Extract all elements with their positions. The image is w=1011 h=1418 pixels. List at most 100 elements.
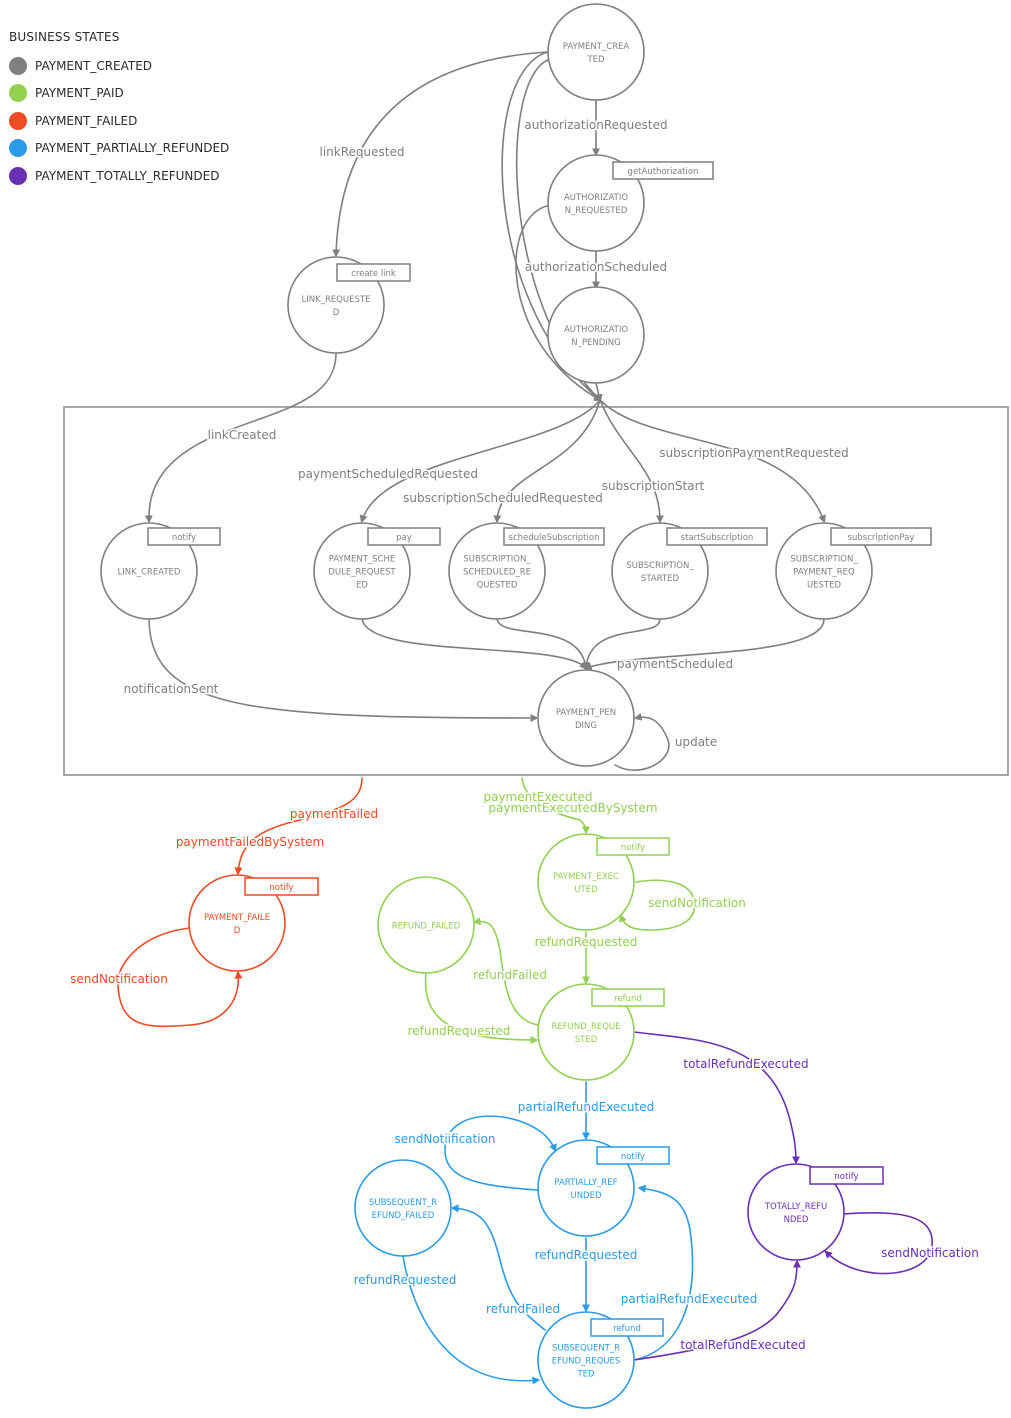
legend-item-payment-partially-refunded: PAYMENT_PARTIALLY_REFUNDED [9,135,229,163]
transition-arrow [594,382,603,403]
transition-label-t10: notificationSent [124,682,219,696]
pending-states-group-box [63,406,1009,776]
legend-label: PAYMENT_TOTALLY_REFUNDED [35,168,220,183]
transition-label-t25: refundRequested [354,1273,457,1287]
state-label: SUBSEQUENT_R [369,1198,437,1208]
state-partially-refunded[interactable]: PARTIALLY_REF UNDED notify [537,1139,670,1237]
svg-text:subscriptionPay: subscriptionPay [848,533,915,543]
state-circle [377,876,475,974]
action-notify: notify [809,1166,884,1185]
state-subscription-scheduled-requested[interactable]: SUBSCRIPTION_SCHEDULED_REQUESTEDschedule… [448,522,605,620]
transition-label-t3: linkRequested [320,145,405,159]
transition-label-t19: refundFailed [473,968,547,982]
action-getauthorization: getAuthorization [612,161,714,180]
svg-text:pay: pay [396,533,412,543]
state-label: TED [576,1370,595,1380]
state-label: LINK_CREATED [118,568,181,578]
transition-arrow [633,1259,801,1361]
svg-text:notify: notify [269,883,293,893]
state-label: UNDED [570,1191,601,1201]
state-label: STARTED [641,574,680,584]
transition-label-t6: subscriptionScheduledRequested [403,491,603,505]
transition-label-t20: refundRequested [408,1024,511,1038]
legend-dot-icon [9,166,27,185]
state-payment-schedule-requested[interactable]: PAYMENT_SCHE DULE_REQUEST ED pay [313,522,441,620]
state-link-created[interactable]: LINK_CREATED notify [100,522,221,620]
transition-arrow [148,618,539,722]
action-create link: create link [336,263,411,282]
svg-text:scheduleSubscription: scheduleSubscription [509,533,600,543]
transition-label-t2: authorizationScheduled [525,260,667,274]
transition-label-t8: subscriptionPaymentRequested [659,446,848,460]
transition-arrow [359,399,601,524]
transition-arrow [493,399,601,524]
legend-label: PAYMENT_PAID [35,86,124,101]
transition-arrow [424,972,539,1044]
svg-text:refund: refund [613,1324,641,1334]
action-refund: refund [591,988,665,1007]
svg-text:notify: notify [172,533,196,543]
transition-label-t18: refundRequested [535,935,638,949]
state-circle [537,669,635,767]
state-subsequent-refund-failed[interactable]: SUBSEQUENT_R EFUND_FAILED [354,1159,452,1257]
transition-label-t27: partialRefundExecuted [621,1292,757,1306]
state-label: QUESTED [477,581,518,591]
transition-label-t11: update [675,735,717,749]
state-subscription-started[interactable]: SUBSCRIPTION_ STARTED startSubscription [611,522,768,620]
state-label: STED [575,1035,598,1045]
state-label: PAYMENT_SCHE [329,555,396,565]
state-label: PARTIALLY_REF [554,1178,617,1188]
transition-arrow [472,917,539,1026]
state-refund-requested[interactable]: REFUND_REQUE STED refund [537,983,665,1081]
state-label: PAYMENT_PEN [556,708,616,718]
state-label: SUBSCRIPTION_ [790,555,858,565]
svg-text:notify: notify [621,1152,645,1162]
state-label: PAYMENT_FAILE [204,913,270,923]
transition-label-t4: linkCreated [208,428,277,442]
transition-arrow [450,1204,546,1331]
state-payment-created[interactable]: PAYMENT_CREATED [547,3,645,101]
state-circle [547,286,645,384]
legend-item-payment-failed: PAYMENT_FAILED [9,107,229,135]
transition-label-t24: refundRequested [535,1248,638,1262]
legend-item-payment-created: PAYMENT_CREATED [9,52,229,80]
legend-label: PAYMENT_PARTIALLY_REFUNDED [35,141,230,156]
transition-label-t29: sendNotification [881,1246,979,1260]
state-label: REFUND_REQUE [551,1022,620,1032]
state-circle [354,1159,452,1257]
svg-text:getAuthorization: getAuthorization [628,167,699,177]
legend-label: PAYMENT_FAILED [35,113,138,128]
transition-label-t9: paymentScheduled [617,657,733,671]
state-label: EFUND_FAILED [372,1211,435,1221]
transition-label-t17: sendNotification [648,896,746,910]
transition-label-t1: authorizationRequested [524,118,667,132]
state-refund-failed[interactable]: REFUND_FAILED [377,876,475,974]
state-label: DULE_REQUEST [328,568,396,578]
action-startsubscription: startSubscription [666,527,768,546]
transition-arrow [599,399,826,524]
state-label: PAYMENT_REQ [793,568,855,578]
state-label: SCHEDULED_RE [463,568,531,578]
svg-text:startSubscription: startSubscription [681,533,754,543]
state-subscription-payment-requested[interactable]: SUBSCRIPTION_PAYMENT_REQUESTEDsubscripti… [775,522,932,620]
state-label: ED [356,581,368,591]
transition-label-t12: paymentFailed [290,807,378,821]
transition-arrow [824,1212,933,1275]
transition-label-t16: paymentExecutedBySystem [488,801,657,815]
transition-arrow [614,712,670,771]
transition-arrow [633,1184,694,1361]
state-label: D [333,308,340,318]
state-label: SUBSCRIPTION_ [626,561,694,571]
state-payment-pending[interactable]: PAYMENT_PENDING [537,669,635,767]
transition-arrow [116,927,243,1028]
svg-text:create link: create link [351,269,396,279]
legend-title: BUSINESS STATES [9,30,120,44]
